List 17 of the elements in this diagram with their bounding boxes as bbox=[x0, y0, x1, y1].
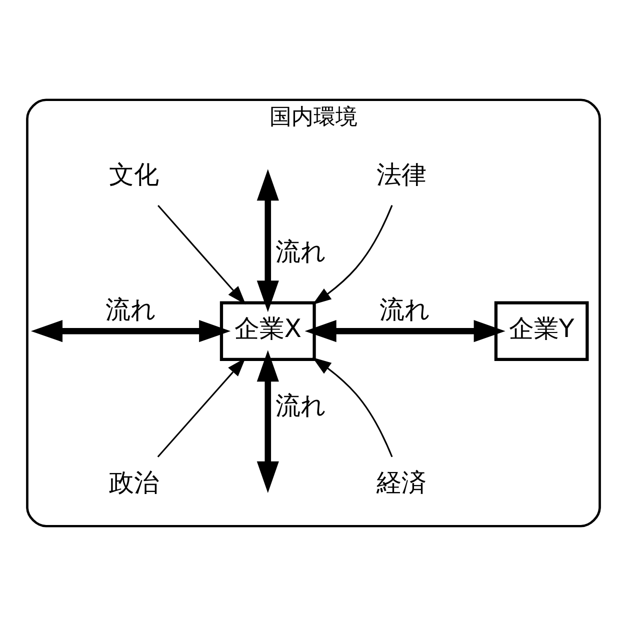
arrow bbox=[312, 357, 393, 458]
node-text: 文化 bbox=[109, 160, 160, 189]
node-box: 企業Y bbox=[494, 301, 589, 361]
node-text: 経済 bbox=[376, 468, 427, 498]
arrow bbox=[256, 169, 279, 312]
node-box: 企業X bbox=[220, 301, 316, 361]
edge-label: 流れ bbox=[275, 236, 326, 266]
arrow bbox=[304, 320, 506, 342]
edge-label: 流れ bbox=[105, 295, 156, 324]
edge-label: 流れ bbox=[275, 391, 326, 420]
arrow bbox=[158, 204, 246, 305]
arrow bbox=[256, 350, 279, 493]
node-text: 政治 bbox=[109, 468, 160, 498]
edge-label: 流れ bbox=[380, 295, 431, 324]
arrow bbox=[30, 320, 231, 342]
node-text: 法律 bbox=[376, 160, 427, 189]
arrow bbox=[312, 205, 393, 305]
